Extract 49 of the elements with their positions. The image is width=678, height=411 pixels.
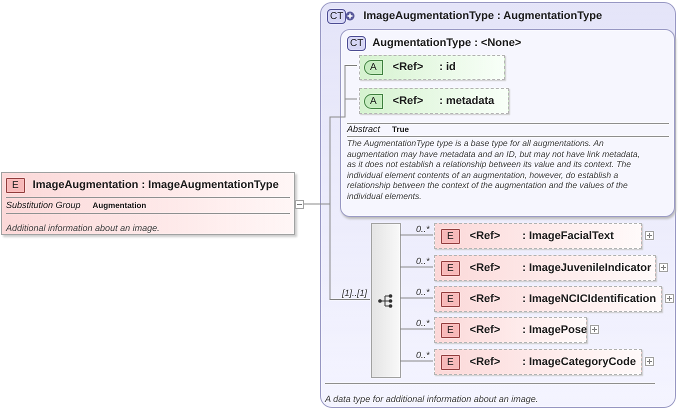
- connector-line: [400, 234, 434, 236]
- element-name: : ImageCategoryCode: [522, 354, 636, 370]
- cardinality-label: 0..*: [416, 349, 430, 362]
- type-name: ImageAugmentationType : AugmentationType: [363, 9, 602, 24]
- ref-label: <Ref>: [392, 94, 424, 109]
- property-name: Substitution Group: [6, 198, 81, 212]
- cardinality-label: 0..*: [416, 317, 430, 330]
- ref-label: <Ref>: [470, 260, 500, 276]
- property-value: True: [392, 124, 409, 136]
- cardinality-label: 0..*: [416, 255, 430, 268]
- ref-label: <Ref>: [470, 292, 500, 307]
- element-badge: E: [441, 260, 460, 276]
- complex-type-badge: CT: [347, 36, 366, 51]
- connector-line: [400, 360, 434, 362]
- ref-label: <Ref>: [392, 60, 424, 76]
- cardinality-label: [1]..[1]: [342, 287, 368, 300]
- ref-label: <Ref>: [470, 322, 500, 338]
- element-name: : ImageFacialText: [522, 228, 614, 244]
- type-name: AugmentationType : <None>: [372, 36, 522, 51]
- element-name: : ImageNCICIdentification: [522, 292, 656, 307]
- element-badge: E: [441, 354, 460, 370]
- complex-type-box: [320, 2, 676, 408]
- connector-line: [400, 266, 434, 268]
- description-text: Additional information about an image.: [6, 223, 160, 233]
- connector-line: [400, 328, 434, 330]
- attribute-name: : metadata: [439, 94, 494, 109]
- attribute-badge: A: [364, 94, 383, 108]
- attribute-box: [359, 55, 505, 80]
- element-badge: E: [441, 322, 460, 338]
- attribute-box: [359, 88, 509, 114]
- description-text: A data type for additional information about an image.: [325, 394, 538, 404]
- element-name: ImageAugmentation : ImageAugmentationType: [32, 178, 279, 193]
- complex-type-badge: CT: [327, 8, 346, 24]
- element-badge: E: [441, 292, 460, 306]
- complex-type-box: [340, 29, 675, 217]
- attribute-name: : id: [439, 60, 456, 76]
- property-name: Abstract: [347, 123, 380, 136]
- ref-label: <Ref>: [470, 354, 500, 370]
- attribute-badge: A: [364, 60, 383, 75]
- element-badge: E: [441, 228, 460, 244]
- ref-label: <Ref>: [470, 228, 500, 244]
- element-box: [1, 172, 295, 235]
- property-value: Augmentation: [92, 200, 146, 212]
- element-name: : ImageJuvenileIndicator: [522, 260, 652, 276]
- cardinality-label: 0..*: [416, 223, 430, 236]
- element-badge: E: [6, 178, 25, 192]
- description-text: The AugmentationType type is a base type for all augmentations. An augmentation may have metadata and an ID, but may not have link metadata, as it does not establish a relationship between its value and its context. The individual element contents of an augmentation, however, do establish a relationship between the context of the augmentation and the values of the individual elements.: [347, 138, 641, 202]
- cardinality-label: 0..*: [416, 286, 430, 299]
- element-name: : ImagePose: [522, 322, 588, 338]
